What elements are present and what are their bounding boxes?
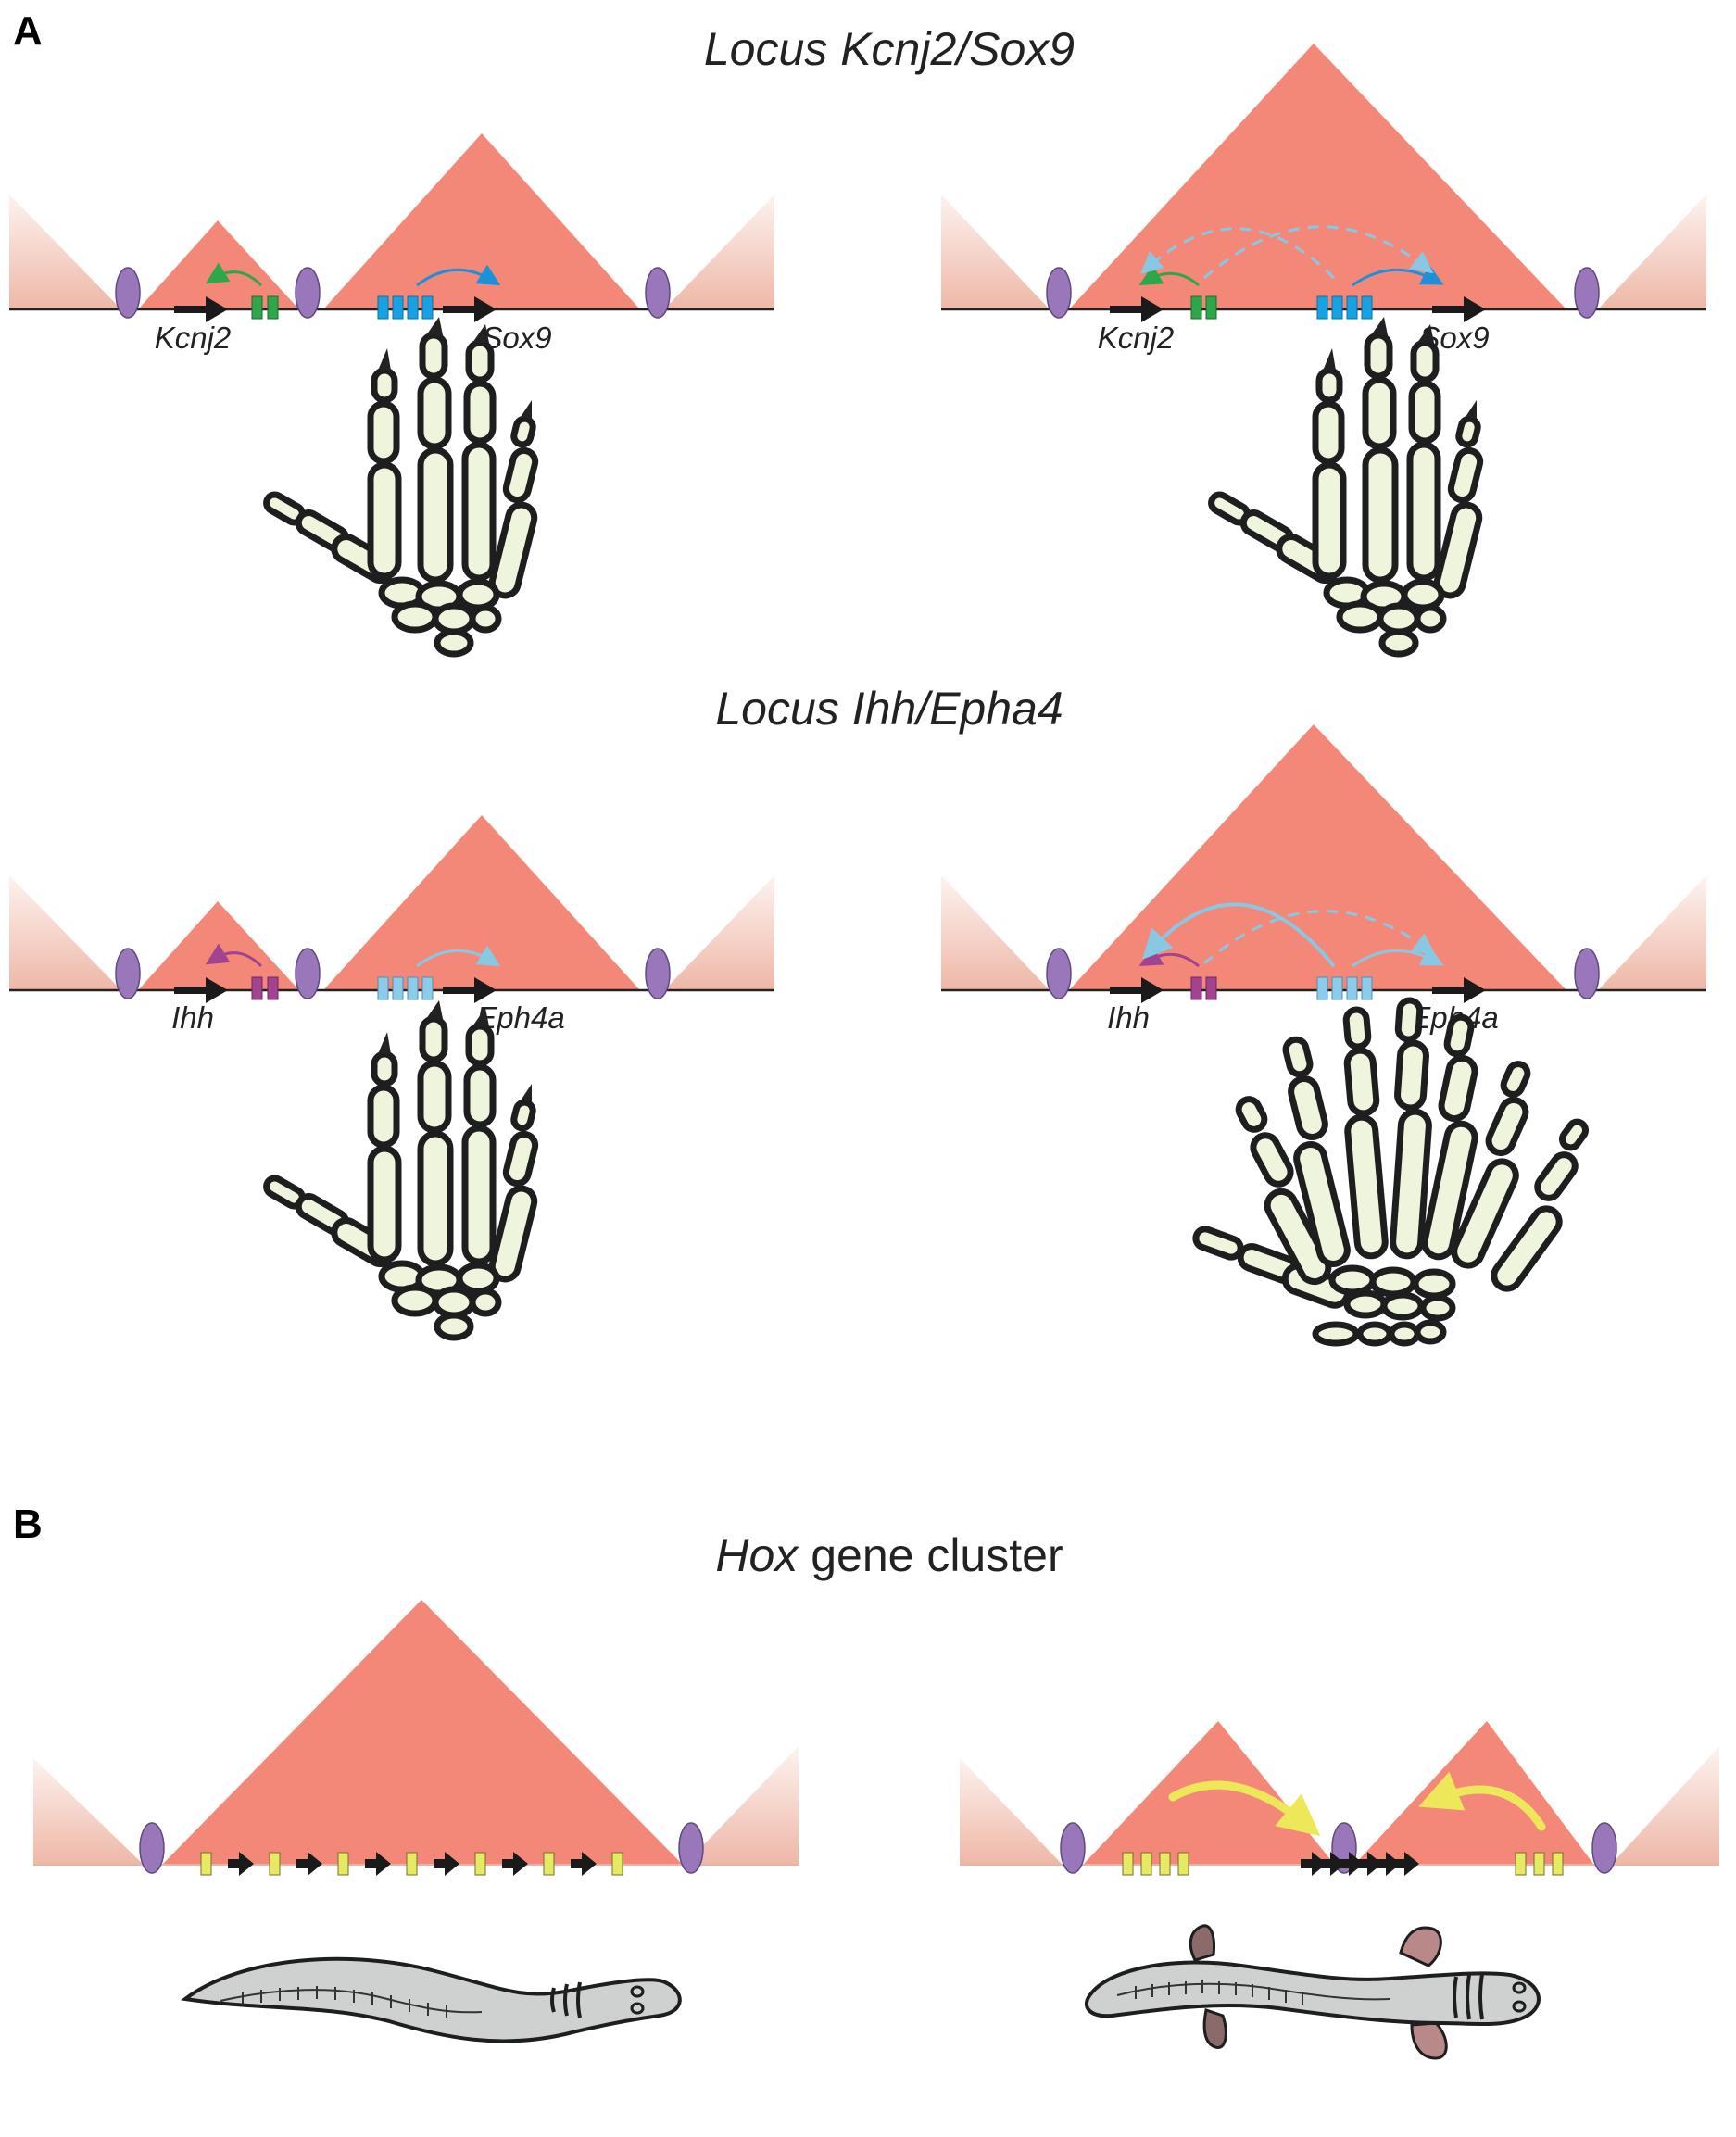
panel-letter-a: A [13,8,43,54]
gene-label-ihh: Ihh [171,1000,214,1035]
gene-label-sox9: Sox9 [482,321,551,355]
gene-label-kcnj2: Kcnj2 [155,321,232,355]
locus2-normal-tads [9,815,774,1003]
hox-cluster-title: Hox gene cluster [715,1529,1063,1581]
hox-single-tad [33,1600,799,1876]
ctcf-boundary-icon [115,267,141,319]
enhancer-icon [267,295,279,320]
limb-skeleton-icon [263,317,537,654]
axolotl-icon [1085,1924,1541,2060]
locus1-fused-tads [941,44,1706,322]
polydactyl-limb-skeleton-icon [1192,997,1590,1347]
gene-label-ihh-fused: Ihh [1107,1000,1150,1035]
gene-label-kcnj2-fused: Kcnj2 [1098,321,1175,355]
snake-icon [181,1956,682,2043]
locus1-normal-tads [9,133,774,322]
limb-skeleton-icon [263,1000,537,1338]
locus2-title: Locus Ihh/Epha4 [715,683,1063,735]
locus1-title: Locus Kcnj2/Sox9 [704,23,1075,75]
limb-skeleton-icon [1208,317,1482,654]
enhancer-icon [251,295,263,320]
locus2-fused-tads [941,724,1706,1003]
ctcf-boundary-icon [295,267,321,319]
ctcf-boundary-icon [645,267,671,319]
hox-split-tads [960,1721,1719,1876]
panel-letter-b: B [13,1502,43,1547]
